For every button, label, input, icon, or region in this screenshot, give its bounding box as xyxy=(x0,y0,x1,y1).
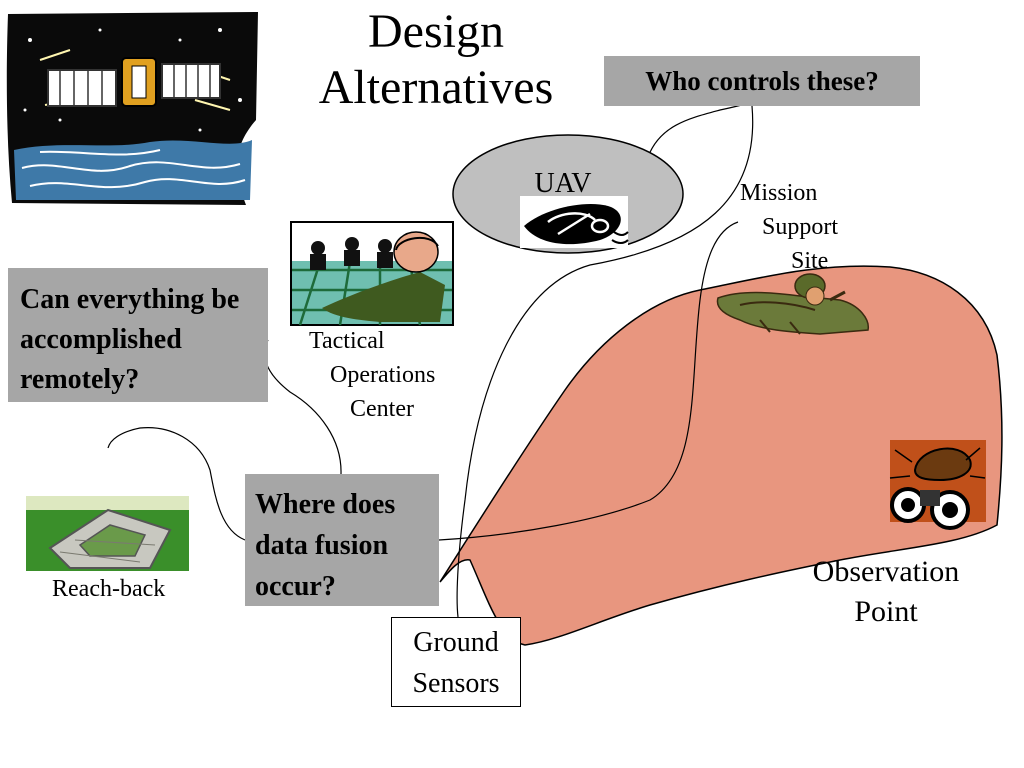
terrain-region xyxy=(439,265,1003,646)
question-who-controls: Who controls these? xyxy=(604,56,920,106)
uav-label: UAV xyxy=(534,168,592,199)
tactical-label-line2: Operations xyxy=(330,362,436,388)
mission-label-line3: Site xyxy=(791,248,829,274)
soldier-icon xyxy=(716,273,869,335)
mission-label-line1: Mission xyxy=(740,180,818,206)
reach-back-label: Reach-back xyxy=(52,576,166,602)
mission-label-line2: Support xyxy=(762,214,839,240)
ground-label-line2: Sensors xyxy=(412,668,500,699)
binoculars-icon xyxy=(889,440,986,530)
tactical-label-line3: Center xyxy=(350,396,414,422)
ground-label-line1: Ground xyxy=(413,627,499,658)
tactical-ops-icon xyxy=(290,221,454,326)
observation-point-label: Observation Point xyxy=(798,552,974,632)
obs-label-line1: Observation xyxy=(812,555,960,588)
obs-label-line2: Point xyxy=(854,595,918,628)
slide-title: Design Alternatives xyxy=(318,5,554,114)
uav-icon xyxy=(520,196,629,248)
question-data-fusion: Where does data fusion occur? xyxy=(245,474,439,606)
question-remote: Can everything be accomplished remotely? xyxy=(8,268,268,402)
pentagon-icon xyxy=(26,496,189,571)
tactical-label-line1: Tactical xyxy=(309,328,385,354)
connector-fusion-mission xyxy=(438,221,739,541)
satellite-icon xyxy=(6,12,258,205)
ground-sensors-box: Ground Sensors xyxy=(391,617,521,707)
connector-who-uav xyxy=(647,102,754,158)
connector-who-ground xyxy=(456,105,754,618)
connector-fusion-reachback xyxy=(107,427,246,541)
